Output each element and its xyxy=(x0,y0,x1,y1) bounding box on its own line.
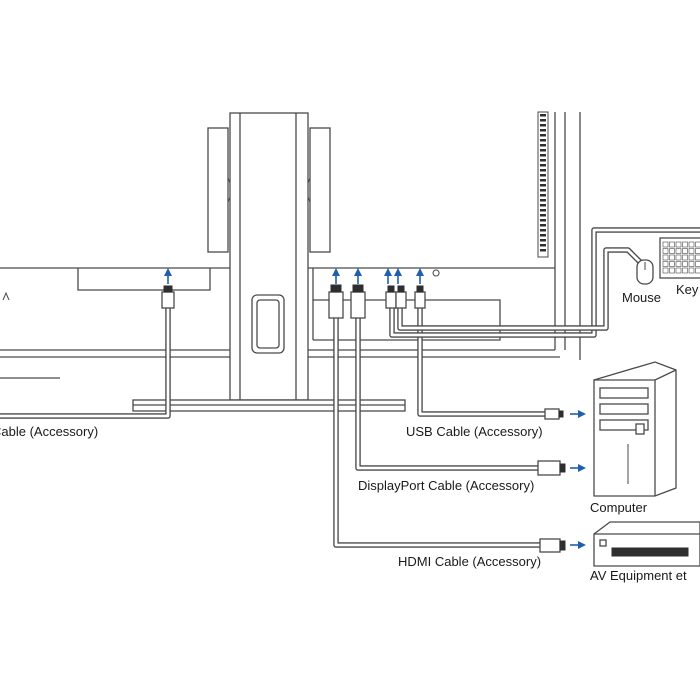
keyboard-key xyxy=(662,254,669,261)
usb-cable-label: USB Cable (Accessory) xyxy=(406,424,543,439)
keyboard-key xyxy=(675,261,682,267)
usb-cable-line xyxy=(417,308,545,417)
usb-plug-device xyxy=(544,408,560,420)
av-equipment-label: AV Equipment et xyxy=(590,568,687,583)
vent-slot xyxy=(540,154,546,157)
keyboard-key xyxy=(662,261,669,267)
vent-slot xyxy=(540,234,546,237)
hdmi-cable-label: HDMI Cable (Accessory) xyxy=(398,554,541,569)
hdmi-plug-device xyxy=(539,538,561,553)
mouse-cable-line xyxy=(397,247,642,331)
keyboard-key xyxy=(682,248,688,254)
cable-hole-inner xyxy=(256,299,280,349)
keyboard-key xyxy=(675,241,682,248)
displayport-plug-device xyxy=(537,460,561,476)
vent-slot xyxy=(540,189,546,192)
keyboard-key xyxy=(688,241,695,248)
keyboard-key xyxy=(695,248,700,254)
vent-slot xyxy=(540,164,546,167)
stand-hinge-right xyxy=(309,127,331,253)
vent-slot xyxy=(540,209,546,212)
vent-slot xyxy=(540,119,546,122)
mouse-label: Mouse xyxy=(622,290,661,305)
keyboard-key xyxy=(669,254,675,261)
keyboard-key xyxy=(688,254,695,261)
left-connector xyxy=(161,291,175,309)
keyboard-key xyxy=(662,267,669,274)
vent-slot xyxy=(540,114,546,117)
keyboard-icon xyxy=(659,237,700,279)
stand-hinge-left xyxy=(207,127,229,253)
vent-slot xyxy=(540,224,546,227)
vent-slot xyxy=(540,149,546,152)
vent-slot xyxy=(540,129,546,132)
keyboard-key xyxy=(682,254,688,261)
keyboard-key xyxy=(695,261,700,267)
keyboard-key xyxy=(669,267,675,274)
usb-hub-plug-2 xyxy=(395,291,407,309)
keyboard-key xyxy=(675,248,682,254)
vent-slot xyxy=(540,219,546,222)
left-cable-label: Cable (Accessory) xyxy=(0,424,98,439)
keyboard-key xyxy=(688,267,695,274)
displayport-cable-label: DisplayPort Cable (Accessory) xyxy=(358,478,534,493)
vent-slot xyxy=(540,184,546,187)
keyboard-key xyxy=(682,267,688,274)
monitor-rear xyxy=(0,111,581,379)
vent-slot xyxy=(540,214,546,217)
vent-slot xyxy=(540,204,546,207)
keyboard-key xyxy=(675,267,682,274)
vent-slot xyxy=(540,169,546,172)
right-port-recess xyxy=(312,268,501,341)
mouse-icon xyxy=(636,259,654,285)
keyboard-key xyxy=(688,261,695,267)
hdmi-plug-monitor xyxy=(328,291,344,319)
arrow-right-icon xyxy=(570,410,586,549)
vent-slot xyxy=(540,179,546,182)
usb-plug-monitor xyxy=(414,291,426,309)
keyboard-label: Key xyxy=(676,282,699,297)
vent-slot xyxy=(540,159,546,162)
vent-slot xyxy=(540,244,546,247)
vent-grille-icon xyxy=(537,111,549,258)
keyboard-key xyxy=(682,241,688,248)
keyboard-key xyxy=(695,254,700,261)
computer-icon xyxy=(593,361,677,497)
keyboard-key xyxy=(688,248,695,254)
cables xyxy=(0,227,700,553)
vent-slot xyxy=(540,229,546,232)
vent-slot xyxy=(540,144,546,147)
vent-slot xyxy=(540,124,546,127)
vent-slot xyxy=(540,139,546,142)
monitor-stand xyxy=(132,112,406,412)
left-cable xyxy=(0,300,171,419)
vent-slot xyxy=(540,249,546,252)
keyboard-key xyxy=(669,241,675,248)
keyboard-key xyxy=(695,267,700,274)
usb-hub-plug-1 xyxy=(385,291,397,309)
keyboard-key xyxy=(682,261,688,267)
keyboard-key xyxy=(662,248,669,254)
displayport-plug-monitor xyxy=(350,291,366,319)
computer-label: Computer xyxy=(590,500,648,515)
keyboard-key xyxy=(662,241,669,248)
keyboard-key xyxy=(675,254,682,261)
keyboard-key xyxy=(695,241,700,248)
lock-icon xyxy=(2,291,10,301)
vent-slot xyxy=(540,174,546,177)
left-port-recess xyxy=(77,268,211,291)
vent-slot xyxy=(540,199,546,202)
vent-slot xyxy=(540,134,546,137)
vent-slot xyxy=(540,239,546,242)
keyboard-key xyxy=(669,261,675,267)
keyboard-key xyxy=(669,248,675,254)
arrow-up-icon xyxy=(164,268,440,284)
vent-slot xyxy=(540,194,546,197)
av-equipment-icon xyxy=(593,521,700,567)
